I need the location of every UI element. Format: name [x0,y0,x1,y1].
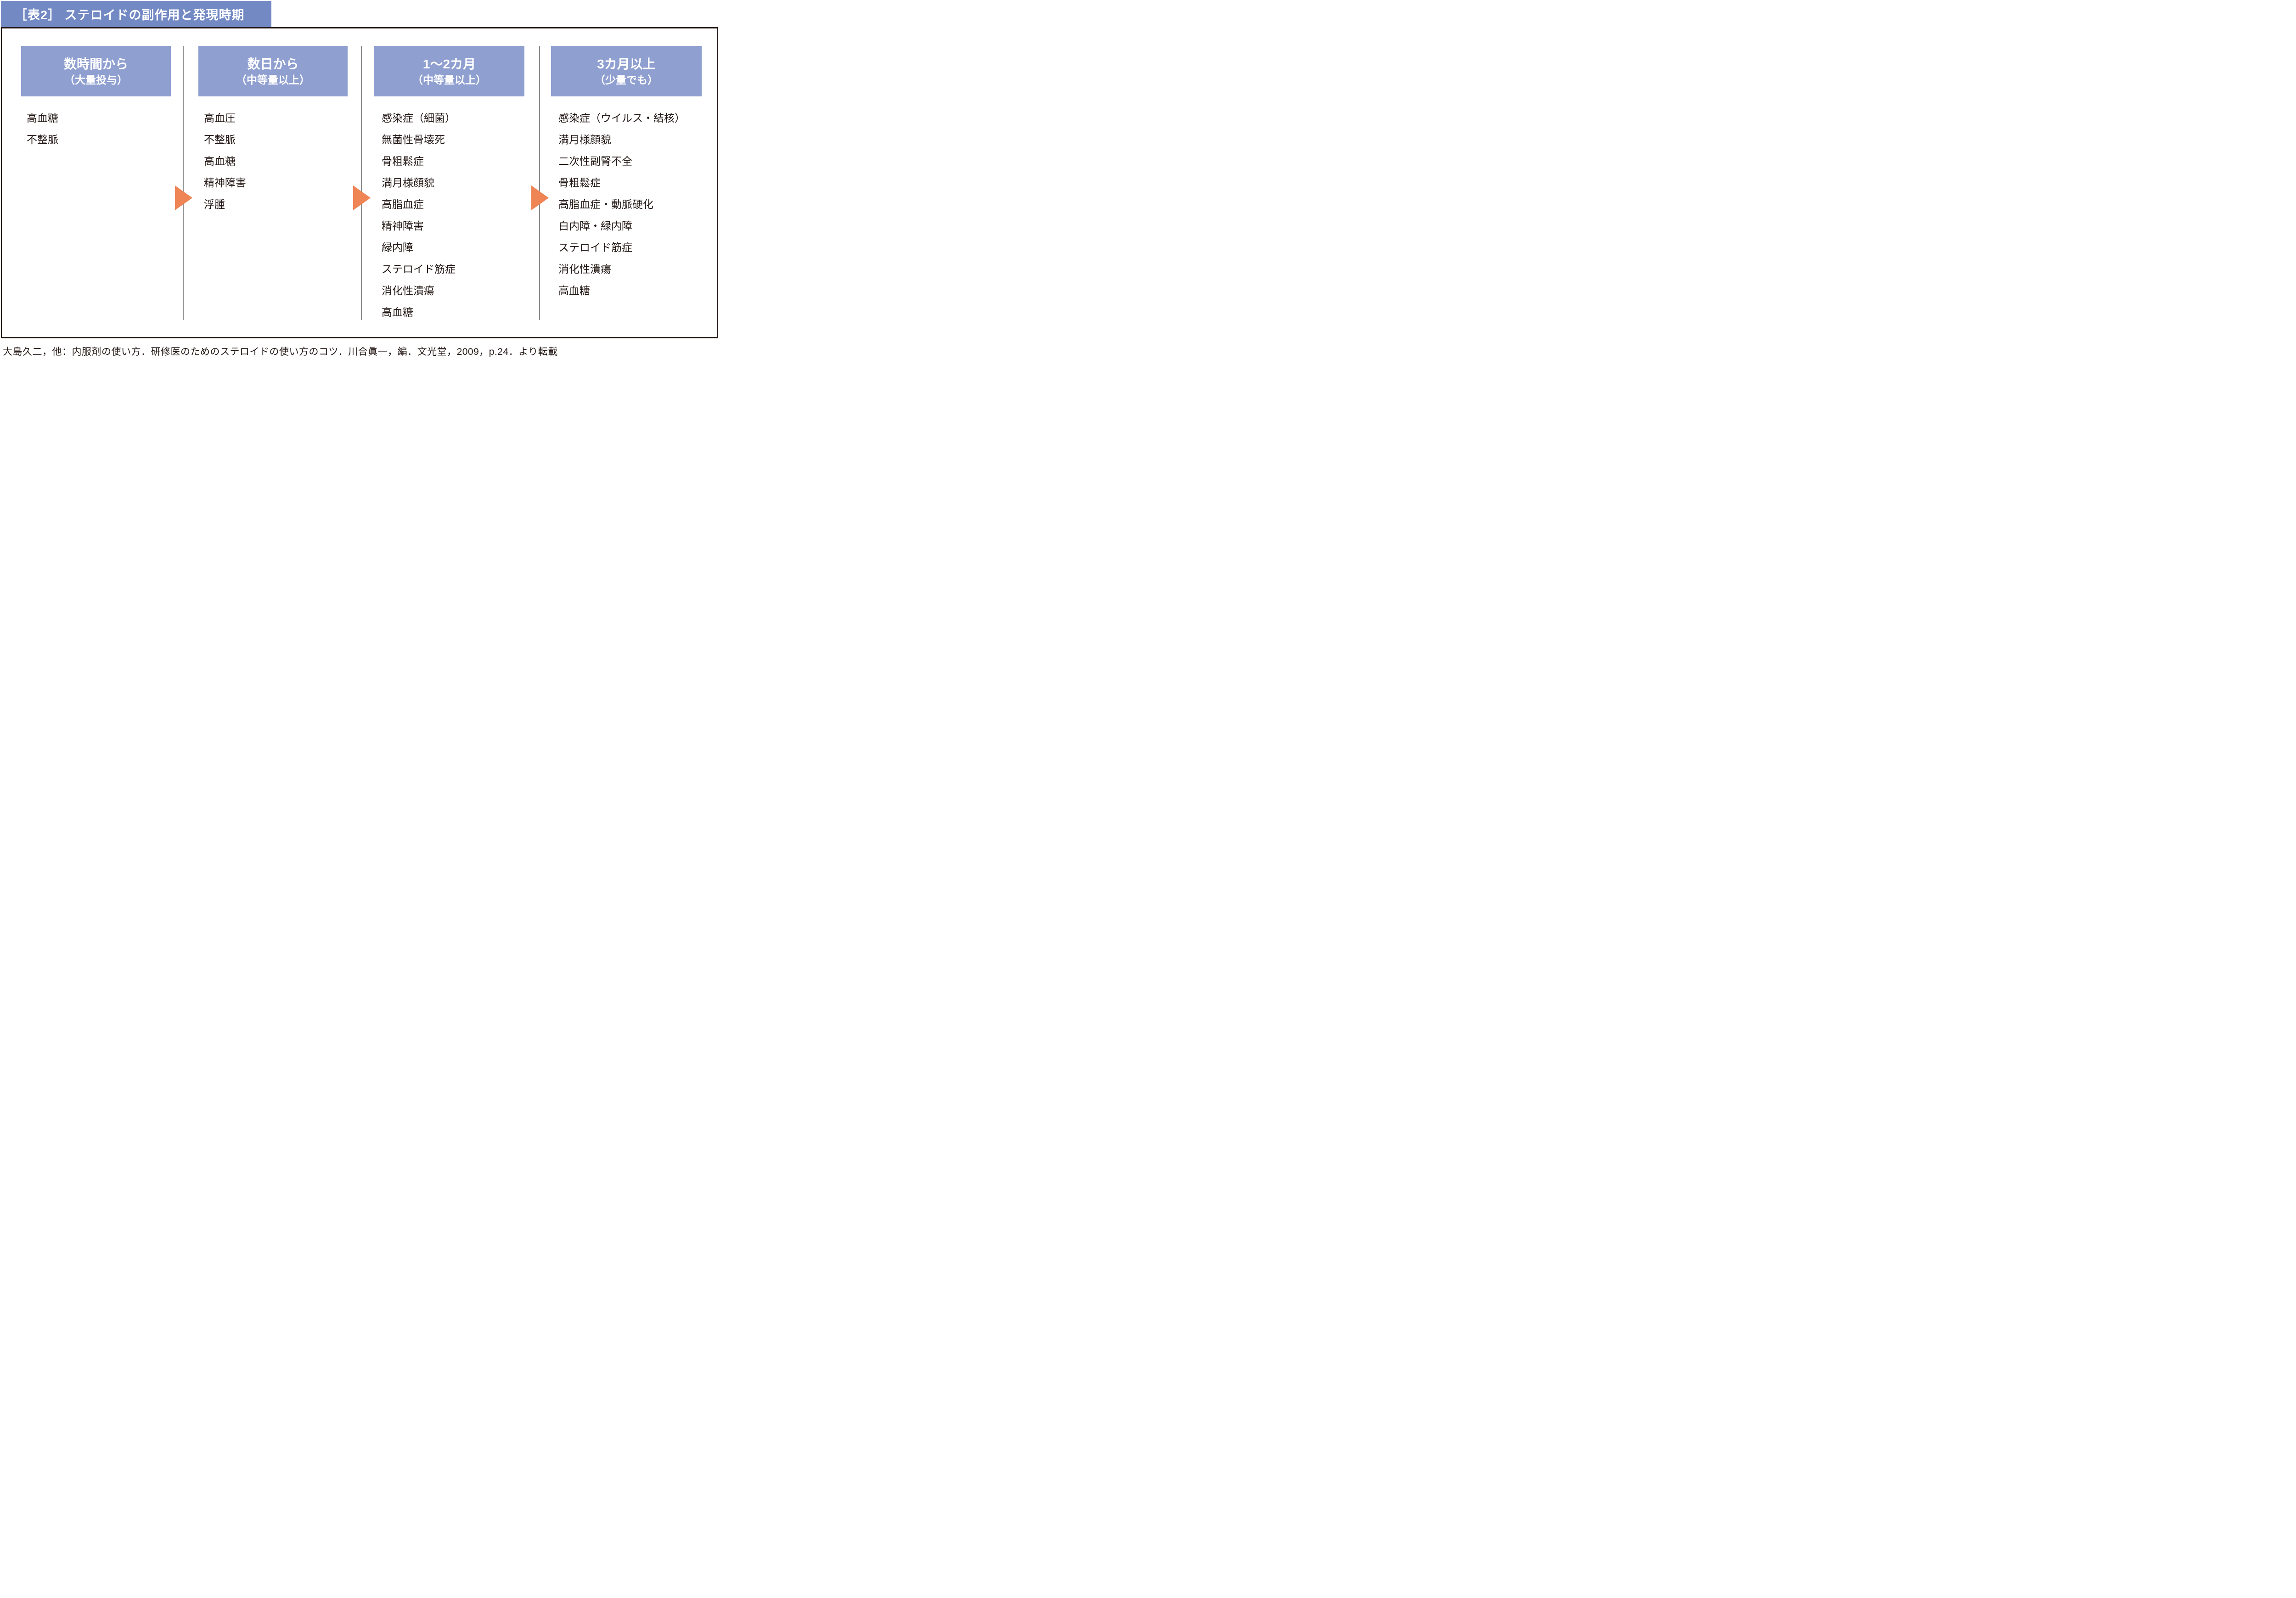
side-effect-item: 消化性潰瘍 [558,263,611,275]
side-effect-item: 不整脈 [204,134,236,146]
side-effect-list-hours: 高血糖 不整脈 [27,107,58,151]
column-period-label: 数日から [247,56,299,71]
column-dose-label: （少量でも） [595,74,658,86]
table-content-box: 数時間から （大量投与） 数日から （中等量以上） 1～2カ月 （中等量以上） … [1,27,718,338]
side-effect-item: 不整脈 [27,134,58,146]
figure-title: ［表2］ ステロイドの副作用と発現時期 [15,8,245,22]
column-divider-2 [361,46,362,320]
side-effect-item: 骨粗鬆症 [382,155,424,167]
column-period-label: 数時間から [63,56,128,71]
citation: 大島久二，他：内服剤の使い方．研修医のためのステロイドの使い方のコツ．川合眞一，… [3,347,558,357]
figure-steroid-side-effects: ［表2］ ステロイドの副作用と発現時期 数時間から （大量投与） 数日から （中… [0,0,719,361]
side-effect-item: 高血糖 [382,306,413,318]
side-effect-item: 満月様顔貌 [382,177,434,189]
side-effect-list-days: 高血圧 不整脈 高血糖 精神障害 浮腫 [204,107,246,215]
side-effect-item: 高血糖 [27,112,58,124]
side-effect-item: 感染症（ウイルス・結核） [558,112,685,124]
column-header-1-2-months: 1～2カ月 （中等量以上） [374,46,524,96]
column-dose-label: （中等量以上） [412,74,486,86]
side-effect-item: 高血圧 [204,112,236,124]
side-effect-item: 高血糖 [204,155,236,167]
column-header-3-months-plus: 3カ月以上 （少量でも） [551,46,702,96]
right-arrow-icon-3 [531,185,549,210]
side-effect-item: ステロイド筋症 [382,263,456,275]
side-effect-item: 消化性潰瘍 [382,285,434,297]
side-effect-item: 無菌性骨壊死 [382,134,445,146]
side-effect-item: 高脂血症 [382,198,424,210]
column-dose-label: （大量投与） [64,74,128,86]
side-effect-item: 浮腫 [204,198,225,210]
side-effect-item: 高血糖 [558,285,590,297]
side-effect-item: 精神障害 [204,177,246,189]
side-effect-item: 骨粗鬆症 [558,177,601,189]
side-effect-item: 感染症（細菌） [382,112,456,124]
figure-title-bar: ［表2］ ステロイドの副作用と発現時期 [1,1,271,27]
right-arrow-icon-2 [353,185,371,210]
column-period-label: 1～2カ月 [422,56,476,71]
column-header-days: 数日から （中等量以上） [198,46,348,96]
right-arrow-icon-1 [175,185,192,210]
column-period-label: 3カ月以上 [597,56,656,71]
column-header-hours: 数時間から （大量投与） [21,46,171,96]
side-effect-item: 高脂血症・動脈硬化 [558,198,653,210]
column-divider-1 [183,46,184,320]
side-effect-item: 精神障害 [382,220,424,232]
side-effect-item: ステロイド筋症 [558,241,632,253]
side-effect-item: 白内障・緑内障 [558,220,632,232]
side-effect-list-3-months-plus: 感染症（ウイルス・結核） 満月様顔貌 二次性副腎不全 骨粗鬆症 高脂血症・動脈硬… [558,107,685,302]
side-effect-list-1-2-months: 感染症（細菌） 無菌性骨壊死 骨粗鬆症 満月様顔貌 高脂血症 精神障害 緑内障 … [382,107,456,323]
side-effect-item: 緑内障 [382,241,413,253]
column-dose-label: （中等量以上） [236,74,310,86]
side-effect-item: 二次性副腎不全 [558,155,632,167]
side-effect-item: 満月様顔貌 [558,134,611,146]
column-divider-3 [539,46,540,320]
